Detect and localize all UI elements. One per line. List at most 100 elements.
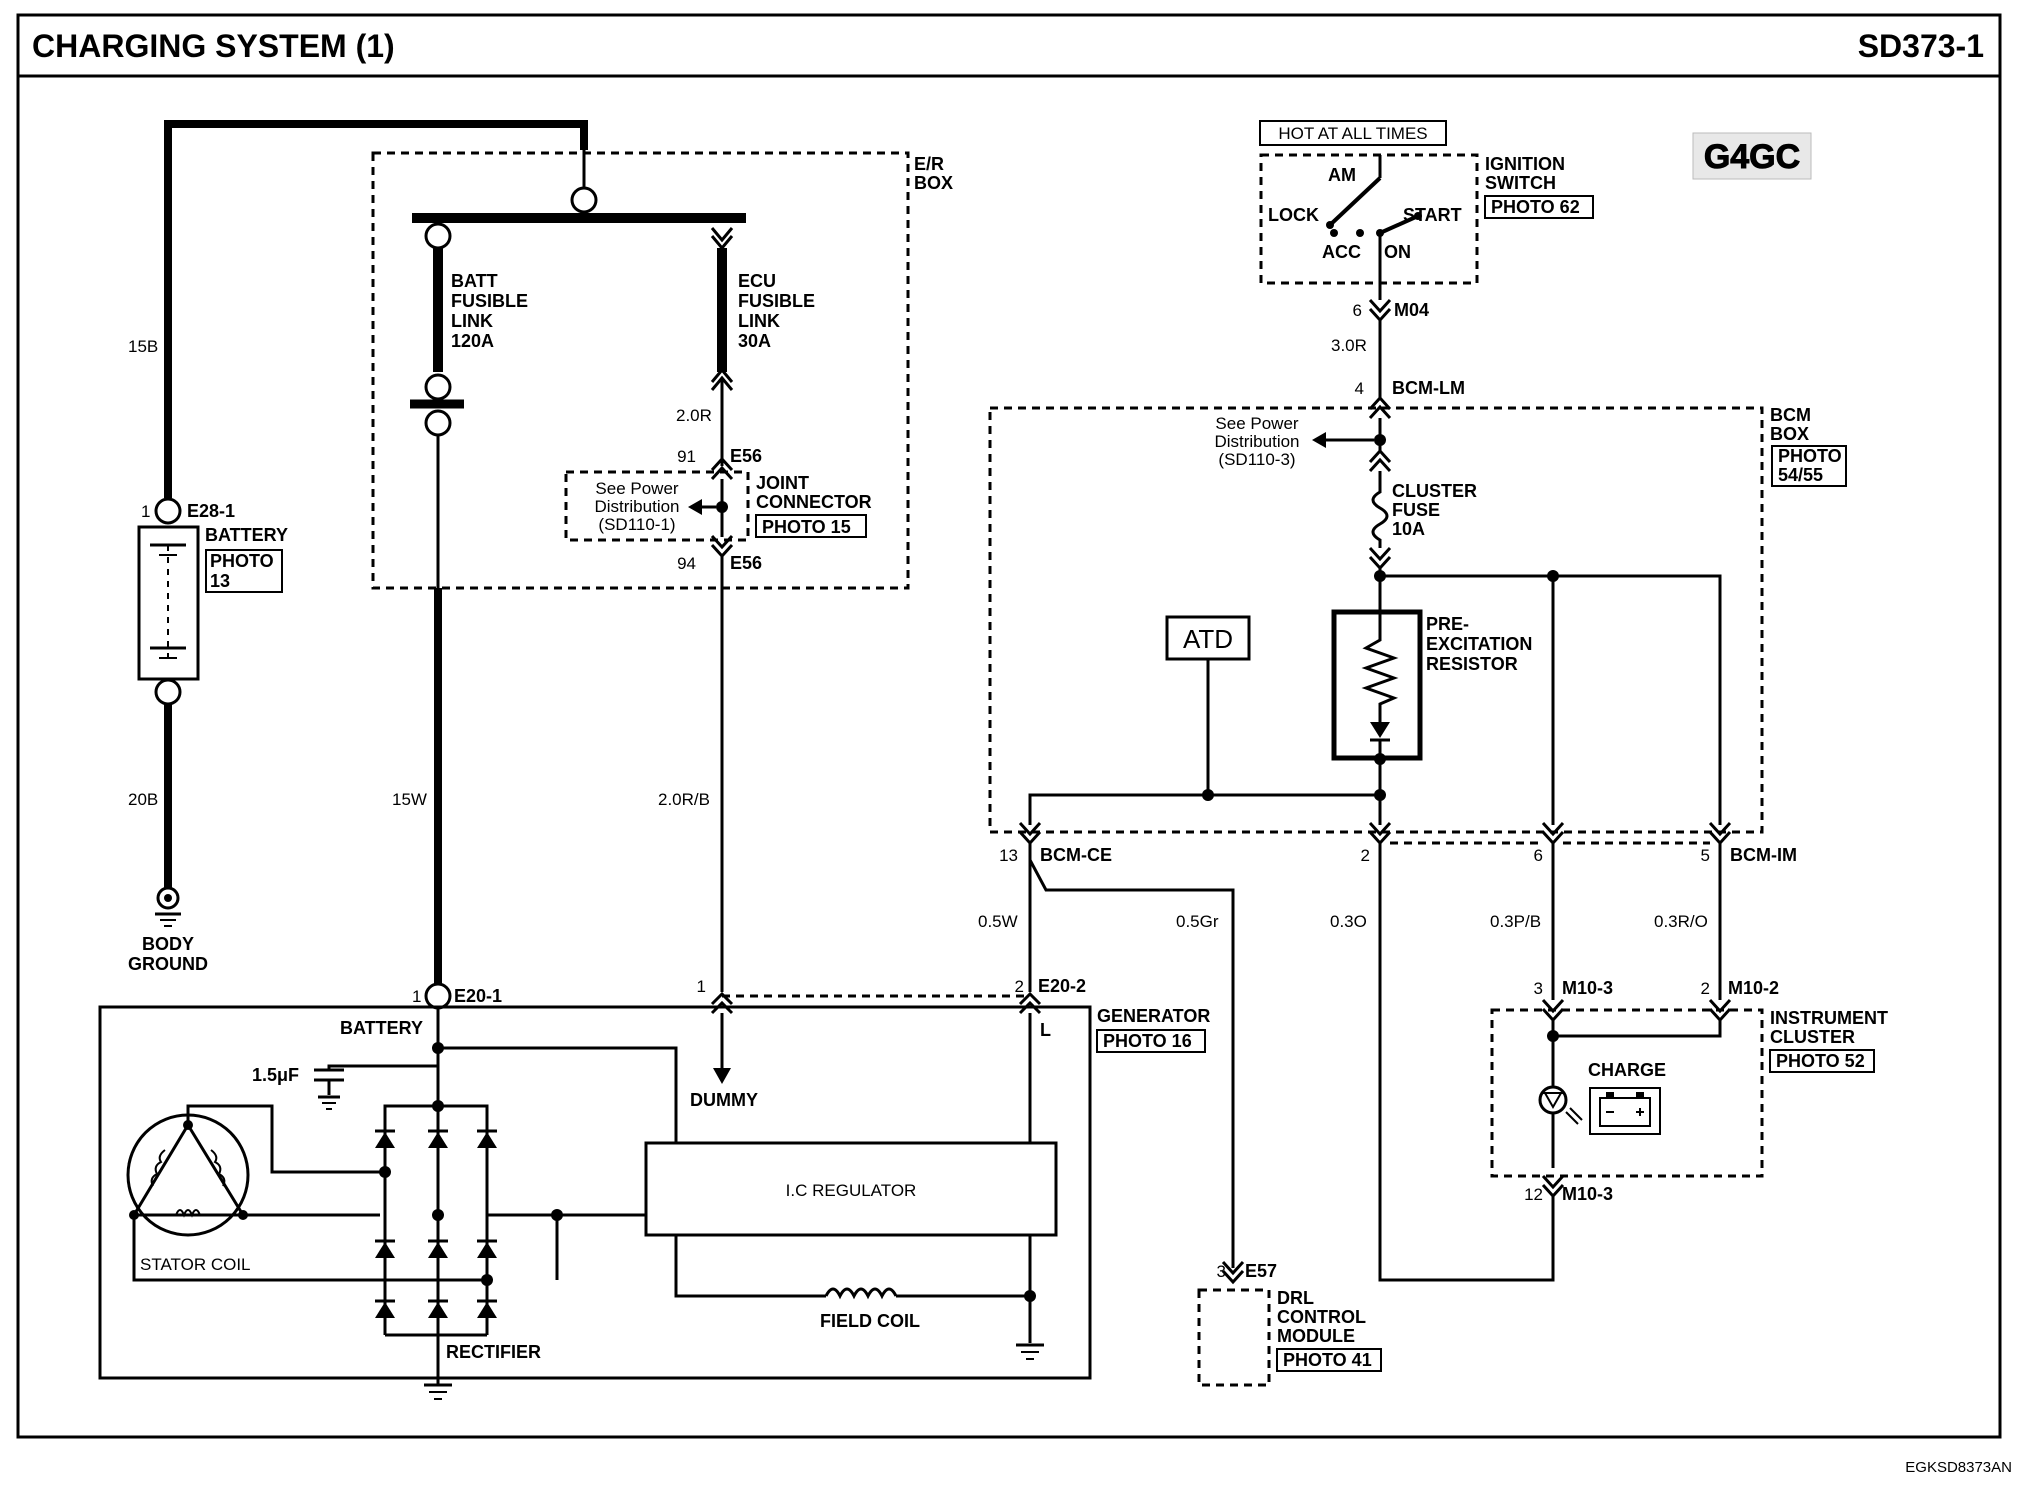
battery-lower-terminal (154, 678, 182, 706)
drl-control-module-box (1197, 1288, 1271, 1387)
e57-pin: 3 (1217, 1262, 1226, 1281)
m10-3-pin: 3 (1534, 979, 1543, 998)
instrument-photo-box (1769, 1049, 1875, 1073)
ignition-pos-lock: LOCK (1268, 205, 1319, 225)
fuse-top-mark (1368, 448, 1392, 464)
sheet-frame (16, 13, 2002, 1439)
cluster-fuse-line1: CLUSTER (1392, 481, 1477, 501)
e20-1-pin: 1 (412, 987, 421, 1006)
ecu-link-line2: FUSIBLE (738, 291, 815, 311)
regulator-ground-symbol (1016, 1343, 1044, 1360)
capacitor-symbol (314, 1064, 438, 1110)
e57-connector (1221, 1260, 1245, 1276)
bcm-ce-label: BCM-CE (1040, 845, 1112, 865)
ignition-switch-box (1259, 153, 1479, 285)
stator-coil-label: STATOR COIL (140, 1255, 251, 1274)
ecu-link-top-mark (710, 227, 734, 243)
wire-label-0-3pb: 0.3P/B (1490, 912, 1541, 931)
e20-2-label: E20-2 (1038, 976, 1086, 996)
e28-1-connector (154, 497, 182, 525)
wire-label-0-5gr: 0.5Gr (1176, 912, 1219, 931)
body-ground-line1: BODY (142, 934, 194, 954)
power-dist-arrow-right (1312, 432, 1326, 448)
body-ground-line2: GROUND (128, 954, 208, 974)
generator-box (98, 1005, 1092, 1380)
hot-at-all-times-box (1259, 120, 1447, 146)
batt-link-line1: BATT (451, 271, 498, 291)
ignition-photo: PHOTO 62 (1491, 197, 1580, 217)
e56-top-connector (710, 456, 734, 472)
generator-ground-symbol (424, 1383, 452, 1400)
batt-link-top-terminal (424, 222, 452, 250)
joint-photo-box (755, 514, 867, 538)
battery-photo-line2: 13 (210, 571, 230, 591)
m10-3b-connector (1541, 1174, 1565, 1190)
ecu-link-line4: 30A (738, 331, 771, 351)
atd-box (1165, 615, 1251, 661)
ecu-link-bottom-mark (710, 367, 734, 383)
bcm-pin2: 2 (1361, 846, 1370, 865)
ic-regulator-label: I.C REGULATOR (786, 1181, 917, 1200)
m10-3b-pin: 12 (1524, 1185, 1543, 1204)
see-power-right-3: (SD110-3) (1218, 450, 1295, 469)
pre-excitation-line2: EXCITATION (1426, 634, 1532, 654)
see-power-right-1: See Power (1215, 414, 1298, 433)
field-coil-label: FIELD COIL (820, 1311, 920, 1331)
bcm-lm-pin: 4 (1355, 379, 1364, 398)
pre-excitation-line1: PRE- (1426, 614, 1469, 634)
bcm-box-line1: BCM (1770, 405, 1811, 425)
fuse-bottom-mark (1368, 546, 1392, 562)
bcm-ce-junction (1374, 789, 1386, 801)
see-power-left-2: Distribution (594, 497, 679, 516)
m04-connector (1368, 298, 1392, 314)
resistor-diode (1370, 722, 1390, 738)
e56-bot-connector (710, 534, 734, 550)
regulator-sense-link (555, 1213, 646, 1280)
e28-1-label: E28-1 (187, 501, 235, 521)
e56-top-pin: 91 (677, 447, 696, 466)
phase-lead-c (132, 1215, 487, 1282)
bcm-im-connector (1708, 821, 1732, 837)
generator-l-terminal: L (1040, 1020, 1051, 1040)
cluster-fuse-line3: 10A (1392, 519, 1425, 539)
generator-photo: PHOTO 16 (1103, 1031, 1192, 1051)
body-ground-symbol (155, 886, 181, 927)
ic-regulator-box (644, 1141, 1058, 1237)
e20-1-connector (424, 982, 452, 1010)
e56-bot-pin: 94 (677, 554, 696, 573)
bcm-box (988, 406, 1764, 834)
er-box-label-1: E/R (914, 154, 944, 174)
wire-0-3o (1378, 843, 1555, 1282)
power-dist-arrow-left (688, 499, 702, 515)
battery-symbol (137, 525, 200, 681)
see-power-right-2: Distribution (1214, 432, 1299, 451)
instrument-cluster-line2: CLUSTER (1770, 1027, 1855, 1047)
joint-node (716, 501, 728, 513)
ignition-switch-symbol (1326, 155, 1422, 237)
bcm-lm-connector-b (1368, 404, 1392, 420)
page-code: SD373-1 (1858, 28, 1984, 64)
wire-label-0-3o: 0.3O (1330, 912, 1367, 931)
wire-label-15b: 15B (128, 337, 158, 356)
batt-link-bottom-terminal (424, 373, 452, 401)
ignition-pos-start: START (1403, 205, 1462, 225)
e20-1-label: E20-1 (454, 986, 502, 1006)
batt-link-line4: 120A (451, 331, 494, 351)
battery-label: BATTERY (205, 525, 288, 545)
battery-photo-line1: PHOTO (210, 551, 274, 571)
hot-at-all-times: HOT AT ALL TIMES (1278, 124, 1427, 143)
pre-excitation-line3: RESISTOR (1426, 654, 1518, 674)
e57-label: E57 (1245, 1261, 1277, 1281)
bcm-photo-line1: PHOTO (1778, 446, 1842, 466)
bcm-pin6: 6 (1534, 846, 1543, 865)
e20-2-pin2-mark (1018, 991, 1042, 1006)
engine-badge: G4GC (1692, 132, 1812, 180)
phase-lead-a (186, 1104, 385, 1174)
drl-line1: DRL (1277, 1288, 1314, 1308)
instrument-cluster-box (1490, 1008, 1764, 1178)
e20-2-pin2: 2 (1015, 977, 1024, 996)
wire-label-0-5w: 0.5W (978, 912, 1018, 931)
batt-link-line2: FUSIBLE (451, 291, 528, 311)
see-power-left-1: See Power (595, 479, 678, 498)
charge-lamp-label: CHARGE (1588, 1060, 1666, 1080)
